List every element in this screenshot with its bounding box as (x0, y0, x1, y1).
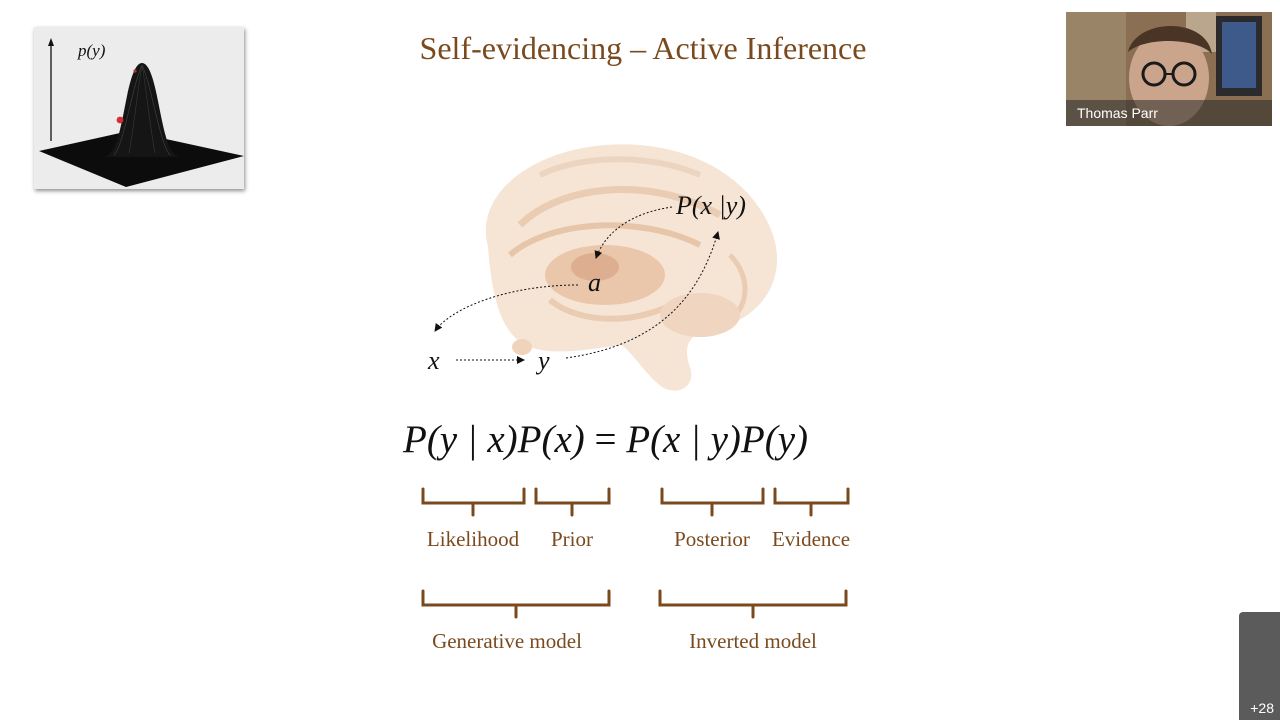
participant-name: Thomas Parr (1066, 100, 1272, 126)
evidence-term: P(y) (740, 418, 808, 461)
more-participants-count: +28 (1250, 700, 1274, 716)
participant-video-tile[interactable]: Thomas Parr (1066, 12, 1272, 126)
equals-sign: = (594, 418, 617, 461)
axis-label-py: p(y) (78, 41, 106, 60)
inverted-model-brace (658, 589, 848, 619)
generative-model-brace (421, 589, 611, 619)
likelihood-label: Likelihood (426, 527, 520, 551)
posterior-label-text: Posterior (674, 527, 750, 551)
prior-brace (534, 487, 611, 517)
posterior-label: P(x |y) (676, 191, 746, 220)
brain-illustration (434, 144, 778, 391)
bayes-equation: P(y | x)P(x) = P(x | y)P(y) (403, 417, 873, 462)
generative-model-label: Generative model (432, 629, 582, 653)
prior-term: P(x) (517, 418, 585, 461)
evidence-surface-plot: p(y) (34, 27, 244, 189)
action-label: a (588, 268, 601, 297)
evidence-brace (773, 487, 850, 517)
evidence-label: Evidence (771, 527, 851, 551)
likelihood-brace (421, 487, 526, 517)
posterior-brace (660, 487, 765, 517)
more-participants-button[interactable]: +28 (1239, 612, 1280, 720)
posterior-term: P(x | y) (626, 418, 741, 461)
hidden-state-label: x (428, 346, 440, 375)
inverted-model-label: Inverted model (689, 629, 817, 653)
likelihood-term: P(y | x) (403, 418, 518, 461)
observation-label: y (538, 346, 550, 375)
slide-title: Self-evidencing – Active Inference (419, 30, 867, 66)
prior-label: Prior (551, 527, 593, 551)
brain-diagram: P(x |y) a x y (400, 135, 820, 405)
gaussian-surface-graphic (39, 38, 244, 187)
